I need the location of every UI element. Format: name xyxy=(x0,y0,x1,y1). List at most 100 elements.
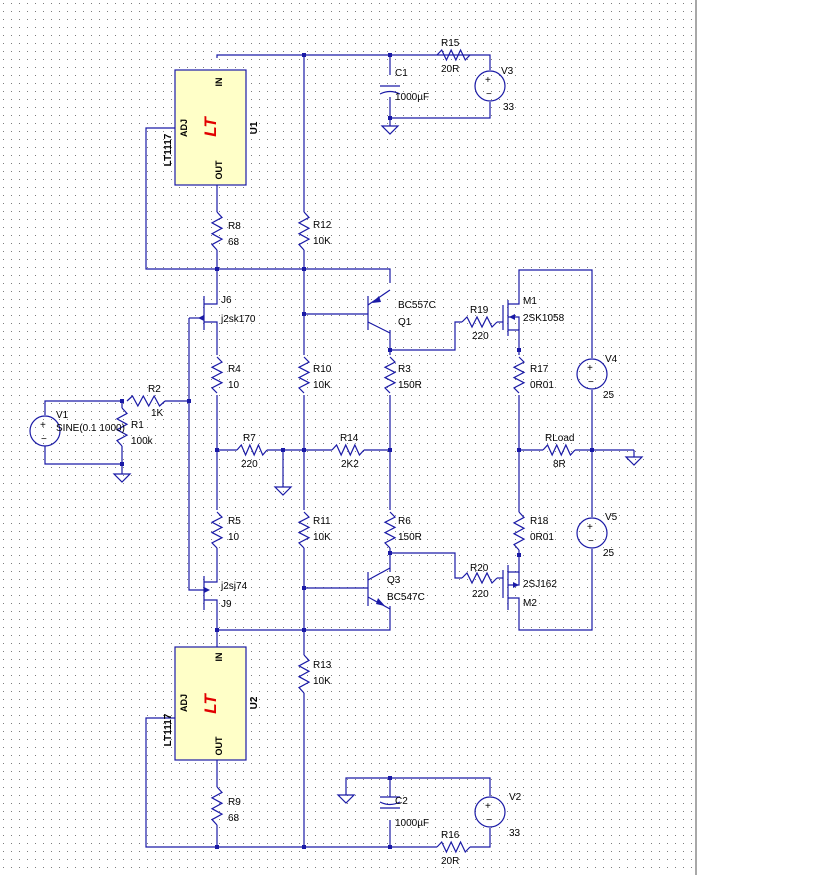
capacitor-c1[interactable]: C1 1000µF xyxy=(379,68,429,103)
m1-ref: M1 xyxy=(523,296,537,307)
resistor-body xyxy=(297,211,311,251)
resistor-body xyxy=(210,511,224,549)
resistor-r2[interactable]: R2 1K xyxy=(126,384,166,419)
svg-text:−: − xyxy=(588,377,594,388)
j6-ref: J6 xyxy=(221,295,232,306)
resistor-body xyxy=(512,511,526,551)
ground-c2 xyxy=(336,794,356,804)
regulator-u1[interactable]: IN OUT ADJ LT1117 U1 LT xyxy=(163,69,260,186)
r19-value: 220 xyxy=(472,331,489,342)
q3-model: BC547C xyxy=(387,592,425,603)
r19-ref: R19 xyxy=(470,305,489,316)
m1-model: 2SK1058 xyxy=(523,313,565,324)
resistor-body xyxy=(126,394,166,408)
r16-ref: R16 xyxy=(441,830,460,841)
v4-value: 25 xyxy=(603,390,615,401)
c2-ref: C2 xyxy=(395,796,408,807)
svg-text:+: + xyxy=(587,363,593,374)
u1-part: LT1117 xyxy=(163,133,174,166)
regulator-u2[interactable]: IN OUT ADJ LT1117 U2 LT xyxy=(163,646,260,761)
r2-value: 1K xyxy=(151,408,164,419)
resistor-body xyxy=(436,48,471,62)
ground-r7 xyxy=(273,486,293,496)
c2-value: 1000µF xyxy=(395,818,429,829)
r17-ref: R17 xyxy=(530,364,549,375)
mosfet-m2[interactable]: 2SJ162 M2 xyxy=(502,565,557,610)
source-v4[interactable]: + − V4 25 xyxy=(576,354,618,401)
transistor-q1[interactable]: BC557C Q1 xyxy=(367,289,436,334)
r2-ref: R2 xyxy=(148,384,161,395)
source-v3[interactable]: + − V3 33 xyxy=(474,66,515,113)
m2-ref: M2 xyxy=(523,598,537,609)
v5-value: 25 xyxy=(603,548,615,559)
r9-ref: R9 xyxy=(228,797,241,808)
resistor-body xyxy=(297,356,311,394)
jfet-j6[interactable]: J6 j2sk170 xyxy=(198,290,256,330)
resistor-body xyxy=(210,211,224,251)
r3-ref: R3 xyxy=(398,364,411,375)
r11-value: 10K xyxy=(313,532,331,543)
svg-text:+: + xyxy=(587,522,593,533)
svg-text:−: − xyxy=(41,434,47,445)
r16-value: 20R xyxy=(441,856,459,867)
transistor-q3[interactable]: Q3 BC547C xyxy=(367,567,425,610)
r7-ref: R7 xyxy=(243,433,256,444)
resistor-r3[interactable]: R3 150R xyxy=(383,356,422,394)
source-v1[interactable]: + − V1 SINE(0.1 1000) xyxy=(29,410,125,447)
source-v5[interactable]: + − V5 25 xyxy=(576,512,618,559)
v2-ref: V2 xyxy=(509,792,522,803)
ground-c1 xyxy=(380,118,400,135)
capacitor-c2[interactable]: C2 1000µF xyxy=(379,796,429,829)
q1-ref: Q1 xyxy=(398,317,412,328)
resistor-body xyxy=(542,443,576,457)
resistor-body xyxy=(210,356,224,394)
v1-value: SINE(0.1 1000) xyxy=(56,423,125,434)
r10-ref: R10 xyxy=(313,364,332,375)
r10-value: 10K xyxy=(313,380,331,391)
r3-value: 150R xyxy=(398,380,422,391)
r8-ref: R8 xyxy=(228,221,241,232)
u2-pin-in: IN xyxy=(214,653,224,662)
rload-ref: RLoad xyxy=(545,433,574,444)
r4-value: 10 xyxy=(228,380,240,391)
m2-model: 2SJ162 xyxy=(523,579,557,590)
mosfet-m1[interactable]: M1 2SK1058 xyxy=(502,290,565,336)
resistor-r16[interactable]: R16 20R xyxy=(436,830,471,867)
u1-ref: U1 xyxy=(249,121,260,134)
u2-pin-adj: ADJ xyxy=(179,694,189,712)
resistor-body xyxy=(461,315,498,329)
u2-pin-out: OUT xyxy=(214,736,224,756)
svg-text:+: + xyxy=(485,75,491,86)
resistor-body xyxy=(512,356,526,394)
j6-model: j2sk170 xyxy=(220,314,256,325)
r1-ref: R1 xyxy=(131,420,144,431)
r18-ref: R18 xyxy=(530,516,549,527)
u1-pin-adj: ADJ xyxy=(179,119,189,137)
v2-value: 33 xyxy=(509,828,521,839)
jfet-j9[interactable]: j2sj74 J9 xyxy=(203,576,248,610)
lt-logo-icon: LT xyxy=(201,116,220,137)
resistor-body xyxy=(461,571,498,585)
resistor-r19[interactable]: R19 220 xyxy=(461,305,498,342)
source-v2[interactable]: + − V2 33 xyxy=(474,792,522,839)
r13-value: 10K xyxy=(313,676,331,687)
r14-ref: R14 xyxy=(340,433,359,444)
